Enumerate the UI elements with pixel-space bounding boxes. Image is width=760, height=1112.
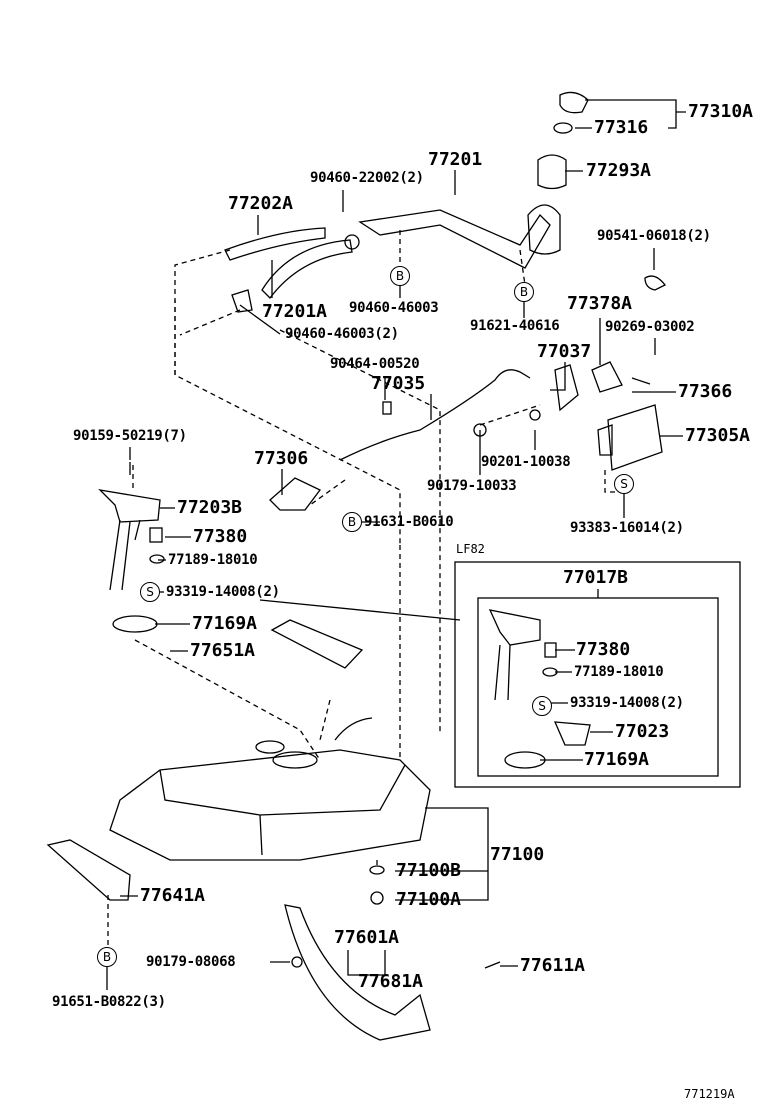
part-label[interactable]: 77378A (567, 293, 633, 314)
callout-b: B (514, 282, 534, 302)
part-label[interactable]: 77100 (490, 844, 545, 865)
callout-s: S (532, 696, 552, 716)
part-label[interactable]: 77366 (678, 381, 733, 402)
lf82-inset-frame (454, 561, 741, 788)
part-label[interactable]: 77035 (371, 373, 426, 394)
part-label[interactable]: 77023 (615, 721, 670, 742)
inset-label: LF82 (456, 542, 485, 556)
part-label[interactable]: 90179-08068 (146, 954, 236, 970)
assembly-dashed-lines (107, 230, 615, 945)
part-label[interactable]: 91621-40616 (470, 318, 560, 334)
part-label[interactable]: 93319-14008(2) (166, 584, 280, 600)
part-label[interactable]: 77293A (586, 160, 652, 181)
part-shapes (46, 91, 666, 1041)
callout-s: S (614, 474, 634, 494)
part-label[interactable]: 90179-10033 (427, 478, 517, 494)
callout-b: B (390, 266, 410, 286)
part-label[interactable]: 77316 (594, 117, 649, 138)
part-label[interactable]: 77651A (190, 640, 256, 661)
part-label[interactable]: 91631-B0610 (364, 514, 454, 530)
part-label[interactable]: 77189-18010 (574, 664, 664, 680)
part-label[interactable]: 90464-00520 (330, 356, 420, 372)
77017b-inset-frame (477, 597, 719, 777)
callout-b: B (342, 512, 362, 532)
part-label[interactable]: 77611A (520, 955, 586, 976)
part-label[interactable]: 90269-03002 (605, 319, 695, 335)
part-label[interactable]: 77100A (396, 889, 462, 910)
part-label[interactable]: 90159-50219(7) (73, 428, 187, 444)
diagram-id: 771219A (684, 1087, 735, 1101)
leader-lines (106, 99, 686, 990)
part-label[interactable]: 90201-10038 (481, 454, 571, 470)
part-label[interactable]: 77601A (334, 927, 400, 948)
part-label[interactable]: 77189-18010 (168, 552, 258, 568)
part-label[interactable]: 77380 (576, 639, 631, 660)
part-label[interactable]: 77169A (192, 613, 258, 634)
part-label[interactable]: 77380 (193, 526, 248, 547)
part-label[interactable]: 90460-46003 (349, 300, 439, 316)
callout-b: B (97, 947, 117, 967)
part-label[interactable]: 77169A (584, 749, 650, 770)
part-label[interactable]: 77641A (140, 885, 206, 906)
part-label[interactable]: 77305A (685, 425, 751, 446)
part-label[interactable]: 90541-06018(2) (597, 228, 711, 244)
part-label[interactable]: 77017B (563, 567, 629, 588)
part-label[interactable]: 90460-22002(2) (310, 170, 424, 186)
part-label[interactable]: 77681A (358, 971, 424, 992)
part-label[interactable]: 77037 (537, 341, 592, 362)
part-label[interactable]: 77201A (262, 301, 328, 322)
callout-s: S (140, 582, 160, 602)
part-label[interactable]: 93319-14008(2) (570, 695, 684, 711)
part-label[interactable]: 77306 (254, 448, 309, 469)
part-label[interactable]: 77201 (428, 149, 483, 170)
part-label[interactable]: 90460-46003(2) (285, 326, 399, 342)
part-label[interactable]: 77310A (688, 101, 754, 122)
part-label[interactable]: 77203B (177, 497, 243, 518)
part-label[interactable]: 91651-B0822(3) (52, 994, 166, 1010)
part-label[interactable]: 77202A (228, 193, 294, 214)
part-label[interactable]: 77100B (396, 860, 462, 881)
part-label[interactable]: 93383-16014(2) (570, 520, 684, 536)
